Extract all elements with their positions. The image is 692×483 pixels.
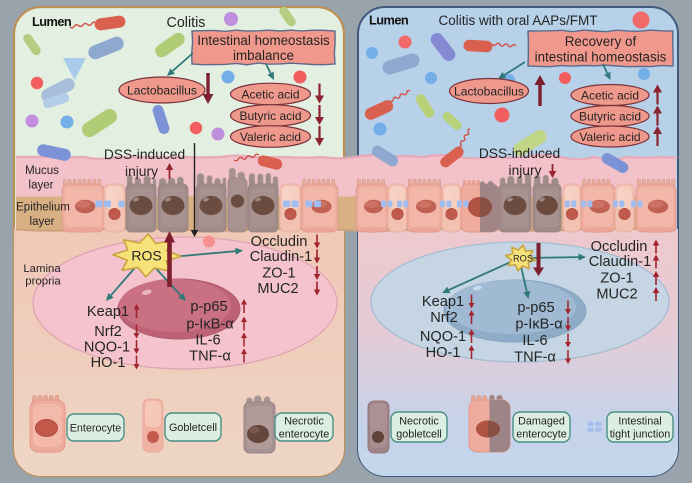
svg-text:ROS: ROS (513, 254, 533, 264)
svg-text:Colitis with oral AAPs/FMT: Colitis with oral AAPs/FMT (438, 13, 597, 28)
svg-text:injury: injury (509, 163, 542, 178)
svg-text:Valeric acid: Valeric acid (579, 130, 640, 144)
svg-text:Keap1: Keap1 (422, 294, 464, 310)
svg-text:IL-6: IL-6 (195, 333, 220, 349)
svg-text:Gobletcell: Gobletcell (169, 422, 217, 434)
svg-text:Keap1: Keap1 (87, 304, 129, 320)
svg-text:Intestinal homeostasis: Intestinal homeostasis (197, 33, 330, 48)
svg-text:propria: propria (25, 276, 61, 288)
svg-text:ZO-1: ZO-1 (262, 266, 295, 282)
svg-text:Recovery of: Recovery of (565, 34, 637, 49)
svg-text:Epithelium: Epithelium (16, 202, 70, 214)
svg-text:layer: layer (29, 180, 54, 192)
svg-text:p-IκB-α: p-IκB-α (186, 317, 234, 333)
svg-text:enterocyte: enterocyte (516, 429, 566, 441)
svg-text:Lumen: Lumen (369, 13, 409, 28)
svg-text:NQO-1: NQO-1 (84, 340, 130, 356)
svg-text:Occludin: Occludin (591, 239, 648, 255)
svg-text:Lactobacillus: Lactobacillus (127, 84, 197, 98)
svg-text:IL-6: IL-6 (522, 333, 547, 349)
svg-text:Lumen: Lumen (32, 14, 72, 29)
svg-text:Acetic acid: Acetic acid (581, 88, 639, 102)
svg-text:imbalance: imbalance (233, 48, 294, 63)
svg-text:Claudin-1: Claudin-1 (589, 254, 651, 270)
svg-text:Butyric acid: Butyric acid (239, 109, 301, 123)
svg-text:intestinal homeostasis: intestinal homeostasis (535, 50, 667, 65)
svg-text:HO-1: HO-1 (426, 345, 461, 361)
svg-text:Intestinal: Intestinal (618, 416, 661, 428)
svg-text:ZO-1: ZO-1 (600, 271, 633, 287)
svg-text:HO-1: HO-1 (91, 355, 126, 371)
svg-text:Acetic acid: Acetic acid (241, 87, 299, 101)
svg-text:p-p65: p-p65 (190, 299, 227, 315)
svg-text:tight junction: tight junction (610, 429, 671, 441)
svg-text:Occludin: Occludin (251, 234, 308, 250)
svg-text:Nrf2: Nrf2 (94, 324, 122, 340)
svg-text:DSS-induced: DSS-induced (479, 146, 560, 161)
svg-text:Enterocyte: Enterocyte (70, 423, 122, 435)
svg-text:p-p65: p-p65 (517, 300, 554, 316)
svg-text:Valeric acid: Valeric acid (240, 130, 301, 144)
svg-text:Mucus: Mucus (25, 165, 59, 177)
svg-text:Necrotic: Necrotic (399, 416, 439, 428)
svg-text:Nrf2: Nrf2 (430, 310, 458, 326)
svg-text:NQO-1: NQO-1 (420, 329, 466, 345)
svg-text:Damaged: Damaged (518, 416, 565, 428)
svg-text:Necrotic: Necrotic (284, 416, 324, 428)
svg-text:gobletcell: gobletcell (396, 429, 442, 441)
svg-text:MUC2: MUC2 (596, 287, 637, 303)
svg-text:TNF-α: TNF-α (189, 349, 231, 365)
svg-text:DSS-induced: DSS-induced (104, 147, 185, 162)
svg-text:Lactobacillus: Lactobacillus (454, 85, 524, 99)
svg-text:ROS: ROS (131, 248, 161, 264)
svg-text:p-IκB-α: p-IκB-α (515, 317, 563, 333)
svg-text:Colitis: Colitis (167, 15, 206, 31)
svg-text:MUC2: MUC2 (257, 281, 298, 297)
svg-text:Butyric acid: Butyric acid (579, 109, 641, 123)
svg-text:enterocyte: enterocyte (279, 429, 329, 441)
svg-text:TNF-α: TNF-α (514, 350, 556, 366)
svg-text:Lamina: Lamina (23, 263, 61, 275)
svg-text:injury: injury (125, 164, 158, 179)
svg-text:Claudin-1: Claudin-1 (250, 249, 312, 265)
svg-text:layer: layer (30, 216, 55, 228)
